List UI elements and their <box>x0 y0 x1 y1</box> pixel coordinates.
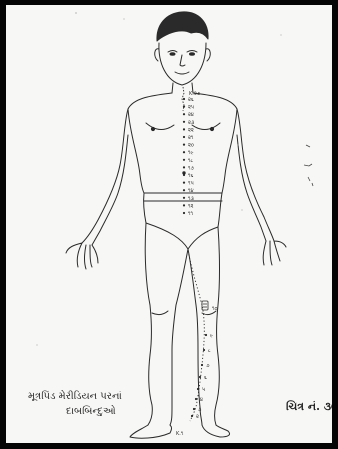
pressure-point <box>183 98 185 100</box>
pressure-point-label: ૨૧ <box>188 135 194 141</box>
pressure-point <box>203 349 205 351</box>
pressure-point-label: ૨ <box>196 414 199 420</box>
right-foot <box>202 425 230 437</box>
caption-left-line2: દાબબિન્દુઓ <box>66 405 116 419</box>
pressure-point <box>195 398 197 400</box>
paper-specks <box>37 12 282 345</box>
top-point-label: K.૨૭ <box>189 91 201 97</box>
left-arm <box>82 93 172 243</box>
pressure-point-label: ૮ <box>208 348 211 354</box>
pressure-point-label: ૧૨ <box>188 203 193 209</box>
pressure-point-label: ૧૪ <box>188 188 194 194</box>
pressure-point-label: ૪ <box>200 397 203 403</box>
head-outline <box>159 43 206 85</box>
right-hand <box>263 241 286 265</box>
foot-point-label: K.૧ <box>176 431 184 437</box>
pressure-point-label: ૨૪ <box>188 112 194 118</box>
pressure-point <box>183 121 185 123</box>
pressure-point <box>183 113 185 115</box>
pressure-point <box>183 159 185 161</box>
knee-point-marker <box>202 301 208 310</box>
pressure-point <box>183 174 185 176</box>
pressure-point-label: ૧૬ <box>188 173 193 179</box>
pressure-point <box>183 166 185 168</box>
left-hand <box>66 243 98 269</box>
margin-marks <box>304 145 313 186</box>
torso-right <box>222 109 237 193</box>
pressure-point <box>183 151 185 153</box>
pressure-point <box>183 106 185 108</box>
pressure-point-label: ૨૬ <box>188 97 194 103</box>
pressure-point-label: ૨૩ <box>188 120 195 126</box>
pressure-point-label: ૨૦ <box>188 143 194 149</box>
pressure-point <box>183 144 185 146</box>
left-ear <box>155 49 159 61</box>
pressure-point-label: ૫ <box>202 387 206 393</box>
right-leg-outer <box>215 227 220 425</box>
pressure-point-label: ૭ <box>206 363 210 369</box>
pressure-point <box>183 136 185 138</box>
pressure-point <box>183 189 185 191</box>
pressure-point-label: ૨૫ <box>188 105 195 111</box>
pressure-point <box>205 334 207 336</box>
left-leg-outer <box>145 223 152 425</box>
pressure-point-label: ૧૯ <box>188 150 193 156</box>
pressure-point <box>183 128 185 130</box>
pressure-point-label: ૧૧ <box>188 211 193 217</box>
pressure-point-label: ૧૫ <box>188 181 194 187</box>
left-foot <box>130 425 172 438</box>
knee-point-label: ૧૦ <box>212 306 217 312</box>
left-leg-inner <box>170 249 188 425</box>
neck <box>172 83 173 93</box>
pressure-point-label: ૩ <box>198 407 202 413</box>
pressure-point <box>193 408 195 410</box>
pressure-point-label: ૨૨ <box>188 127 194 133</box>
pressure-point-label: ૬ <box>204 375 207 381</box>
right-ear <box>206 49 210 61</box>
caption-left-line1: મૂત્રપિંડ મેરીડિયન પરનાં <box>28 390 122 404</box>
hair <box>157 12 208 41</box>
right-arm <box>193 93 274 241</box>
pressure-point <box>183 182 185 184</box>
pressure-point <box>183 197 185 199</box>
pressure-point <box>183 204 185 206</box>
torso-left <box>128 109 144 193</box>
figure-number: ચિત્ર નં. ૩૯ <box>286 400 332 414</box>
pressure-point-label: ૧૭ <box>188 165 194 171</box>
pressure-point-label: ૧૮ <box>188 158 193 164</box>
pressure-point <box>199 376 201 378</box>
pressure-point-label: ૯ <box>210 333 213 339</box>
pressure-point <box>183 212 185 214</box>
pressure-point-label: ૧૩ <box>188 196 194 202</box>
leg-meridian-line <box>188 251 204 421</box>
